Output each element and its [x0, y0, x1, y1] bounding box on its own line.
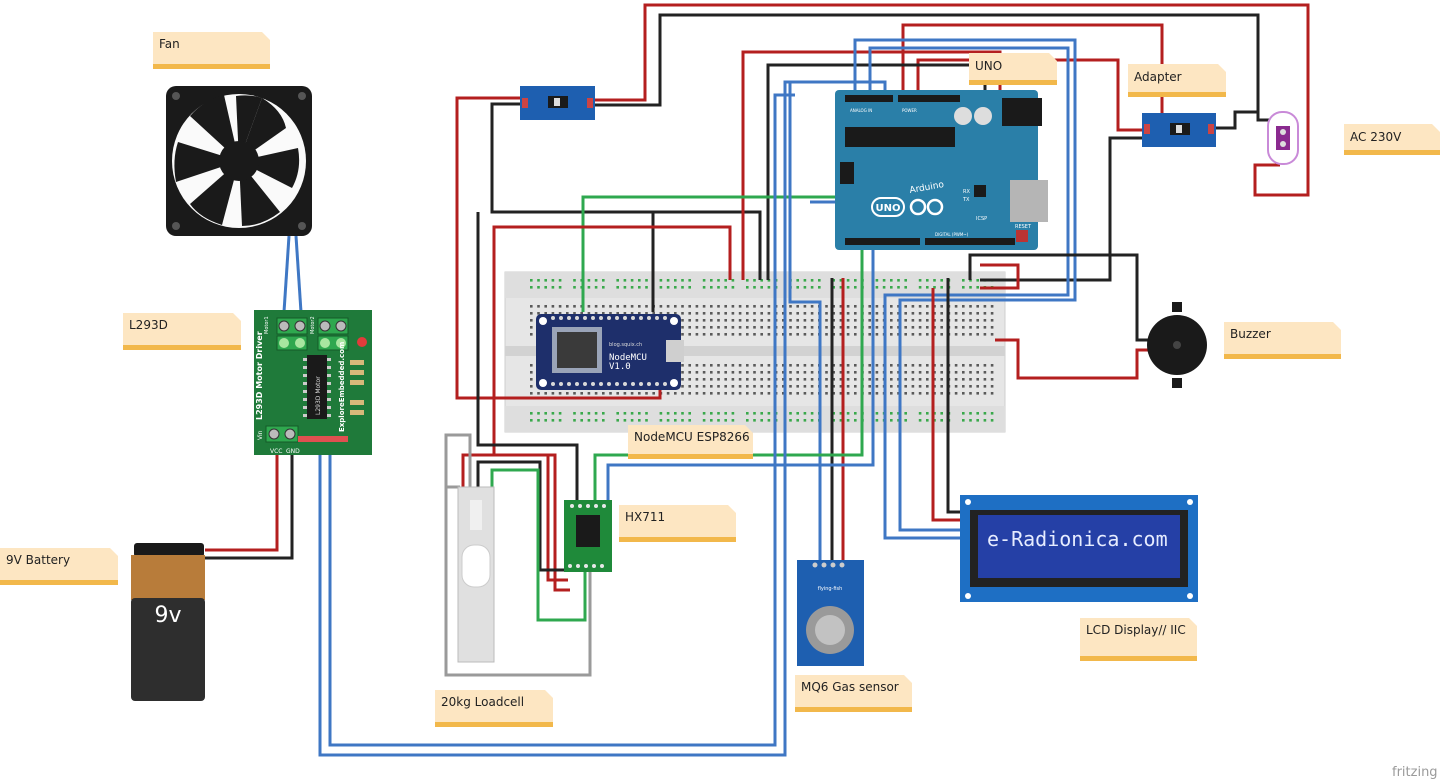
driver-motor1-label: Motor1: [264, 316, 270, 334]
uno-tx-label: TX: [962, 197, 970, 203]
fan: [166, 86, 312, 236]
driver-chip-label: L293D Motor: [315, 376, 322, 415]
svg-text:9V Battery: 9V Battery: [6, 553, 70, 567]
uno-bottom-header: [845, 238, 1015, 245]
wire-blue-uno-hx: [606, 245, 875, 500]
label-ac: AC 230V: [1344, 124, 1440, 155]
nodemcu-title: NodeMCU: [609, 353, 647, 363]
wire-black-lcd: [946, 278, 965, 514]
loadcell: [457, 486, 495, 663]
wire-blue-fan-2: [294, 235, 303, 313]
svg-text:UNO: UNO: [975, 59, 1002, 73]
svg-text:NodeMCU ESP8266: NodeMCU ESP8266: [634, 430, 750, 444]
driver-motor2-label: Motor2: [310, 316, 316, 334]
hx711-module: [564, 500, 612, 572]
wire-red-battery: [205, 450, 279, 552]
label-battery: 9V Battery: [0, 548, 118, 585]
wire-black-loadcell: [476, 460, 568, 572]
svg-text:Adapter: Adapter: [1134, 70, 1182, 84]
label-buzzer: Buzzer: [1224, 322, 1341, 359]
l293d-motor-driver: L293D Motor Driver ExploreEmbedded.com L…: [254, 310, 372, 455]
wire-red-lcd: [931, 288, 965, 522]
wire-blue-uno-left: [788, 80, 887, 560]
driver-site: ExploreEmbedded.com: [338, 342, 346, 432]
uno-analog-label: ANALOG IN: [850, 108, 872, 113]
wire-black-buzzer: [968, 253, 1150, 342]
lcd-display: e-Radionica.com: [960, 495, 1198, 602]
svg-text:MQ6 Gas sensor: MQ6 Gas sensor: [801, 680, 899, 694]
wire-gray-loadcell: [444, 485, 592, 677]
wire-gray-loadcell-2: [444, 433, 472, 487]
wire-red-buzzer-2: [980, 263, 1020, 290]
label-fan: Fan: [153, 32, 270, 69]
wire-black-adapter: [1215, 110, 1258, 130]
driver-gnd-label: GND: [286, 448, 300, 455]
fritzing-watermark: fritzing: [1392, 765, 1438, 780]
wire-black-left-module: [490, 102, 762, 280]
wire-red-adapter-out: [916, 58, 1145, 132]
driver-vcc-label: VCC: [270, 448, 282, 455]
driver-motor-terminals: [276, 317, 349, 351]
uno-logo-text: UNO: [876, 203, 901, 214]
driver-title: L293D Motor Driver: [255, 331, 264, 420]
driver-vin-label: Vin: [257, 430, 264, 440]
battery-9v: 9v: [131, 543, 205, 701]
svg-text:AC 230V: AC 230V: [1350, 130, 1402, 144]
battery-face-label: 9v: [154, 603, 181, 628]
wire-black-top-frame: [595, 13, 1280, 122]
wire-black-battery: [205, 450, 294, 560]
label-mq6: MQ6 Gas sensor: [795, 675, 912, 712]
wire-red-buzzer: [995, 338, 1150, 380]
buzzer: [1147, 302, 1207, 388]
uno-digital-label: DIGITAL (PWM~): [935, 232, 969, 237]
wire-blue-fan-1: [282, 235, 291, 313]
driver-power-terminal: [265, 425, 299, 443]
svg-text:Buzzer: Buzzer: [1230, 327, 1271, 341]
switch-module-right: [1142, 113, 1216, 147]
label-hx711: HX711: [619, 505, 736, 542]
wire-red-top-frame: [595, 3, 1310, 197]
wire-black-hx: [476, 212, 579, 500]
svg-text:20kg Loadcell: 20kg Loadcell: [441, 695, 524, 709]
label-lcd: LCD Display// IIC: [1080, 618, 1197, 661]
uno-reset-label: RESET: [1015, 224, 1032, 230]
wire-black-adapter-out: [980, 136, 1145, 282]
switch-module-left: [520, 86, 595, 120]
arduino-uno: UNO Arduino TX RX ICSP RESET ANALOG IN P…: [835, 90, 1048, 250]
uno-icsp-label: ICSP: [976, 216, 987, 222]
driver-chip: [307, 355, 327, 419]
svg-text:HX711: HX711: [625, 510, 665, 524]
svg-text:L293D: L293D: [129, 318, 168, 332]
mq6-sensor: flying-fish: [797, 560, 864, 666]
nodemcu-version: V1.0: [609, 362, 631, 372]
wire-blue-driver-1: [318, 80, 790, 757]
uno-rx-label: RX: [963, 189, 970, 195]
mq6-brand: flying-fish: [818, 586, 843, 592]
label-l293d: L293D: [123, 313, 241, 350]
svg-text:LCD Display// IIC: LCD Display// IIC: [1086, 623, 1186, 637]
wire-blue-a5: [868, 46, 1070, 540]
svg-text:Fan: Fan: [159, 37, 180, 51]
wire-blue-driver-2: [328, 93, 795, 747]
lcd-screen-text: e-Radionica.com: [987, 527, 1168, 551]
driver-resistors: [350, 360, 364, 415]
uno-power-label: POWER: [902, 108, 917, 113]
ac-plug: [1267, 111, 1299, 165]
label-uno: UNO: [969, 53, 1057, 85]
driver-header: [298, 436, 348, 442]
label-loadcell: 20kg Loadcell: [435, 690, 553, 727]
wire-green-loadcell: [490, 468, 587, 622]
label-adapter: Adapter: [1128, 64, 1226, 97]
label-nodemcu: NodeMCU ESP8266: [628, 425, 753, 459]
wire-green-nodemcu: [581, 195, 850, 312]
nodemcu-board: NodeMCU V1.0 blog.squix.ch: [536, 314, 684, 390]
wire-red-left-module: [455, 96, 662, 400]
uno-top-header: [845, 95, 960, 102]
note-labels: Fan L293D 9V Battery 20kg Loadcell NodeM…: [0, 32, 1440, 727]
wire-red-loadcell: [461, 453, 568, 582]
wire-blue-a4: [853, 38, 1077, 532]
nodemcu-site: blog.squix.ch: [609, 342, 642, 348]
